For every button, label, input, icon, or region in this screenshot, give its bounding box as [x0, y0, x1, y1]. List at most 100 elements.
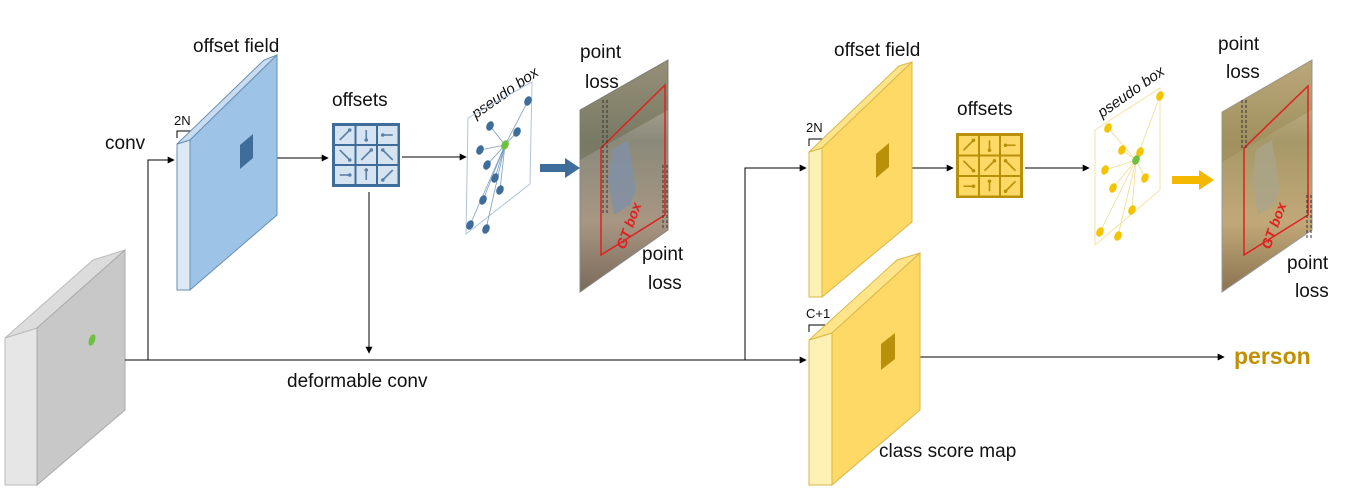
offset-2-arrowhead-icon: [1003, 143, 1008, 148]
pseudo-box-1-offset-line: [479, 144, 506, 151]
offset-1-arrowhead-icon: [380, 178, 385, 182]
pseudo-box-1-offset-line: [499, 144, 506, 191]
pseudo-box-2-offset-line: [1131, 159, 1137, 211]
pseudo-box-2-point: [1118, 145, 1126, 155]
point-loss-2b-line2: loss: [1295, 281, 1329, 302]
pseudo-box-1-point: [486, 121, 494, 131]
offset-field-2-side: [808, 147, 823, 298]
photo-1-person: [608, 140, 636, 215]
photo-1-gt-box: [600, 83, 666, 257]
pseudo-box-1-point: [513, 127, 521, 137]
pseudo-box-1-offset-line: [485, 144, 506, 230]
offset-1-arrow-icon: [339, 129, 351, 141]
pseudo-box-2-offset-line: [1104, 159, 1137, 171]
input-map-side: [4, 327, 38, 486]
offsets-1-label: offsets: [332, 90, 388, 111]
pseudo-box-2-point: [1109, 183, 1117, 193]
point-loss-1b-line2: loss: [648, 273, 682, 294]
class-map-cell: [881, 333, 895, 370]
offset-2-arrowhead-icon: [971, 184, 976, 189]
offset-2-arrowhead-icon: [971, 168, 976, 173]
pseudo-box-1-offset-line: [469, 144, 506, 226]
pseudo-box-1-offset-line: [494, 144, 506, 179]
offsets-grid-1: offsets: [332, 90, 400, 187]
pseudo-box-1-point: [524, 96, 532, 106]
offset-1-arrowhead-icon: [369, 148, 374, 152]
blue-thick-arrow: [540, 158, 580, 178]
pseudo-box-2-plane: [1094, 87, 1161, 247]
offsets-grid-2: offsets: [956, 99, 1023, 198]
input-map-face: [36, 248, 126, 487]
offset-1-arrowhead-icon: [364, 138, 369, 142]
pseudo-box-1-center-point: [501, 140, 509, 150]
point-loss-1a-line2: loss: [585, 72, 619, 93]
offset-1-arrow-icon: [339, 149, 351, 161]
offset-1-arrowhead-icon: [347, 173, 352, 177]
offset-field-1-side: [176, 139, 191, 291]
offset-2-arrowhead-icon: [987, 148, 992, 153]
photo-2: GT box point loss point loss: [1218, 34, 1329, 302]
dim-2n-1-label: 2N: [174, 113, 191, 128]
offset-2-arrow-icon: [1004, 180, 1017, 192]
pseudo-box-2-point: [1128, 205, 1136, 215]
offset-1-arrowhead-icon: [347, 128, 352, 132]
offset-1-arrowhead-icon: [347, 158, 352, 162]
offset-field-2-label: offset field: [834, 40, 920, 61]
offset-2-arrow-icon: [1004, 160, 1017, 172]
offset-1-arrow-icon: [360, 149, 372, 161]
pseudo-box-1-point: [476, 145, 484, 155]
pseudo-box-1-point: [483, 160, 491, 170]
pseudo-box-2-point: [1101, 165, 1109, 175]
offset-field-1-cell: [240, 134, 253, 169]
photo-2-trees: [1222, 60, 1312, 162]
pseudo-box-1-offset-line: [504, 100, 529, 146]
pseudo-box-1-point: [466, 220, 474, 230]
point-loss-2a-line1: point: [1218, 34, 1260, 55]
photo-1-trees: [580, 60, 668, 160]
offsets-2-label: offsets: [957, 99, 1013, 120]
offset-2-arrow-icon: [983, 160, 996, 172]
pseudo-box-1-point: [496, 185, 504, 195]
offset-field-2-cell: [876, 143, 889, 178]
photo-2-person: [1252, 140, 1280, 215]
offset-2-arrow-icon: [962, 160, 975, 172]
photo-1: GT box point loss point loss: [579, 42, 684, 294]
pseudo-box-2-offset-line: [1117, 159, 1137, 237]
pseudo-box-1-point: [482, 224, 490, 234]
offset-2-arrowhead-icon: [987, 179, 992, 184]
pseudo-box-2-point: [1141, 173, 1149, 183]
pseudo-box-2-center-point: [1132, 155, 1140, 165]
input-map-green-point: [88, 334, 96, 346]
pseudo-box-1-point: [479, 195, 487, 205]
pseudo-box-2-point: [1136, 147, 1144, 157]
pseudo-box-1: pseudo box: [465, 64, 542, 236]
offset-1-arrowhead-icon: [380, 148, 385, 152]
class-map-side: [808, 332, 833, 486]
pseudo-box-2-offset-line: [1112, 159, 1137, 189]
offset-field-2: offset field 2N: [806, 40, 920, 299]
point-loss-2b-line1: point: [1287, 253, 1329, 274]
conv-label: conv: [105, 133, 146, 154]
dim-2n-2-label: 2N: [806, 120, 823, 135]
offset-2-arrowhead-icon: [992, 158, 997, 163]
pseudo-box-2-point: [1114, 231, 1122, 241]
offset-2-arrowhead-icon: [1003, 189, 1008, 194]
pseudo-box-2-point: [1096, 227, 1104, 237]
offset-1-arrowhead-icon: [380, 133, 385, 137]
offset-1-arrow-icon: [382, 169, 394, 181]
offset-2-arrow-icon: [962, 139, 975, 151]
offset-field-1-label: offset field: [193, 36, 279, 57]
class-map-face: [831, 251, 921, 487]
class-score-map: C+1 class score map: [806, 251, 1016, 487]
offset-2-arrowhead-icon: [971, 138, 976, 143]
pseudo-box-2: pseudo box: [1094, 63, 1169, 247]
pseudo-box-2-label: pseudo box: [1094, 63, 1169, 122]
person-label: person: [1234, 343, 1311, 369]
pseudo-box-1-offset-line: [489, 125, 506, 146]
pseudo-box-2-offset-line: [1107, 127, 1137, 161]
pseudo-box-2-point: [1156, 91, 1164, 101]
point-loss-1a-line1: point: [580, 42, 622, 63]
dim-c1-label: C+1: [806, 306, 830, 321]
pseudo-box-2-point: [1104, 123, 1112, 133]
